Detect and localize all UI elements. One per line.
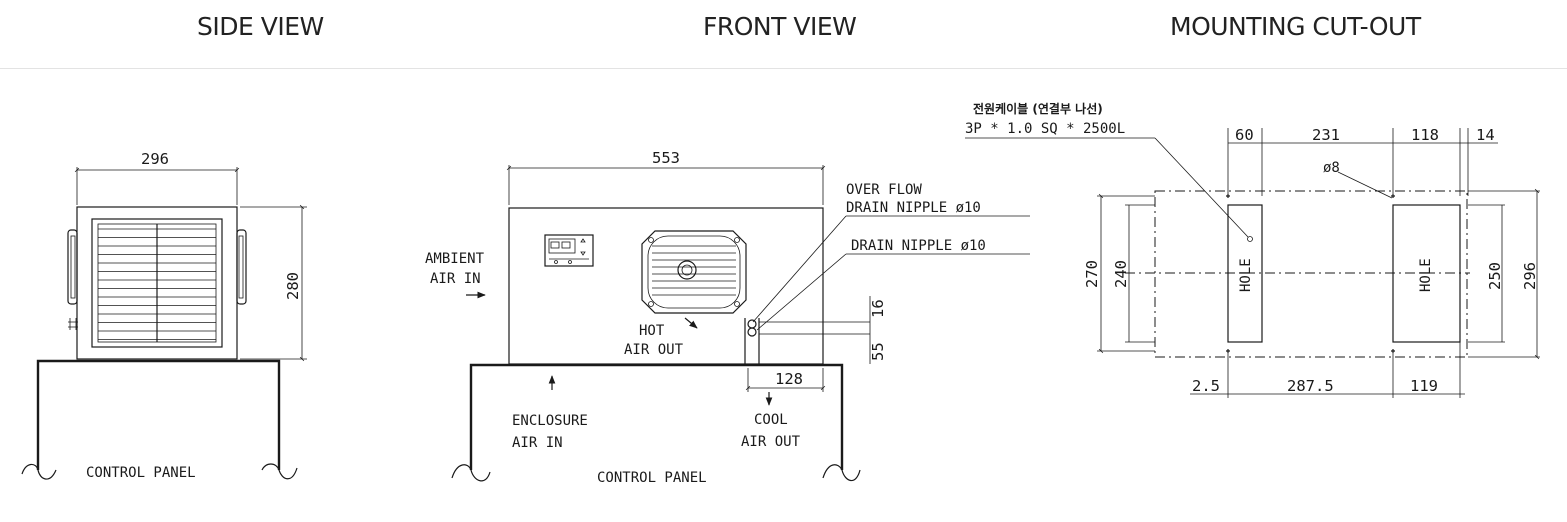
side-width-dim: 296 (141, 150, 169, 168)
ambient-label-2: AIR IN (430, 271, 481, 287)
hot-air-label-2: AIR OUT (624, 342, 684, 358)
right-dim-250: 250 (1486, 262, 1504, 290)
dim-16: 16 (869, 299, 887, 318)
drain-nipple-label: DRAIN NIPPLE ø10 (851, 238, 986, 254)
top-dim-118: 118 (1411, 126, 1439, 144)
hot-air-label-1: HOT (639, 323, 665, 339)
side-view-drawing: 296 280 CONTROL PANEL (21, 150, 307, 481)
bottom-dim-119: 119 (1410, 377, 1438, 395)
side-view-title: SIDE VIEW (197, 12, 324, 41)
dim-128: 128 (775, 370, 803, 388)
front-view-drawing: 553 AMBIENT AIR IN HOT AIR OUT OVER FLOW… (425, 149, 1030, 486)
hole-label-left: HOLE (1238, 258, 1254, 292)
overflow-drain-label-1: OVER FLOW (846, 182, 922, 198)
left-dim-240: 240 (1112, 260, 1130, 288)
overflow-drain-label-2: DRAIN NIPPLE ø10 (846, 200, 981, 216)
cool-air-label-2: AIR OUT (741, 434, 801, 450)
mounting-cutout-drawing: 전원케이블 (연결부 나선) 3P * 1.0 SQ * 2500L 60 23… (965, 101, 1540, 398)
cable-spec-label: 3P * 1.0 SQ * 2500L (965, 121, 1125, 137)
front-panel-label: CONTROL PANEL (597, 470, 707, 486)
top-dim-231: 231 (1312, 126, 1340, 144)
top-dim-14: 14 (1476, 126, 1495, 144)
cable-korean-label: 전원케이블 (연결부 나선) (973, 101, 1103, 116)
side-panel-label: CONTROL PANEL (86, 465, 196, 481)
front-width-dim: 553 (652, 149, 680, 167)
top-dim-60: 60 (1235, 126, 1254, 144)
hole-dia-label: ø8 (1323, 160, 1340, 176)
right-dim-296: 296 (1521, 262, 1539, 290)
ambient-label-1: AMBIENT (425, 251, 485, 267)
left-dim-270: 270 (1083, 260, 1101, 288)
mounting-cutout-title: MOUNTING CUT-OUT (1170, 12, 1421, 41)
side-height-dim: 280 (284, 272, 302, 300)
bottom-dim-2-5: 2.5 (1192, 377, 1220, 395)
bottom-dim-287-5: 287.5 (1287, 377, 1334, 395)
cool-air-label-1: COOL (754, 412, 788, 428)
hole-label-right: HOLE (1418, 258, 1434, 292)
enclosure-air-label-2: AIR IN (512, 435, 563, 451)
header-bar: SIDE VIEW FRONT VIEW MOUNTING CUT-OUT (0, 0, 1567, 69)
enclosure-air-label-1: ENCLOSURE (512, 413, 588, 429)
dim-55: 55 (869, 342, 887, 361)
front-view-title: FRONT VIEW (703, 12, 857, 41)
